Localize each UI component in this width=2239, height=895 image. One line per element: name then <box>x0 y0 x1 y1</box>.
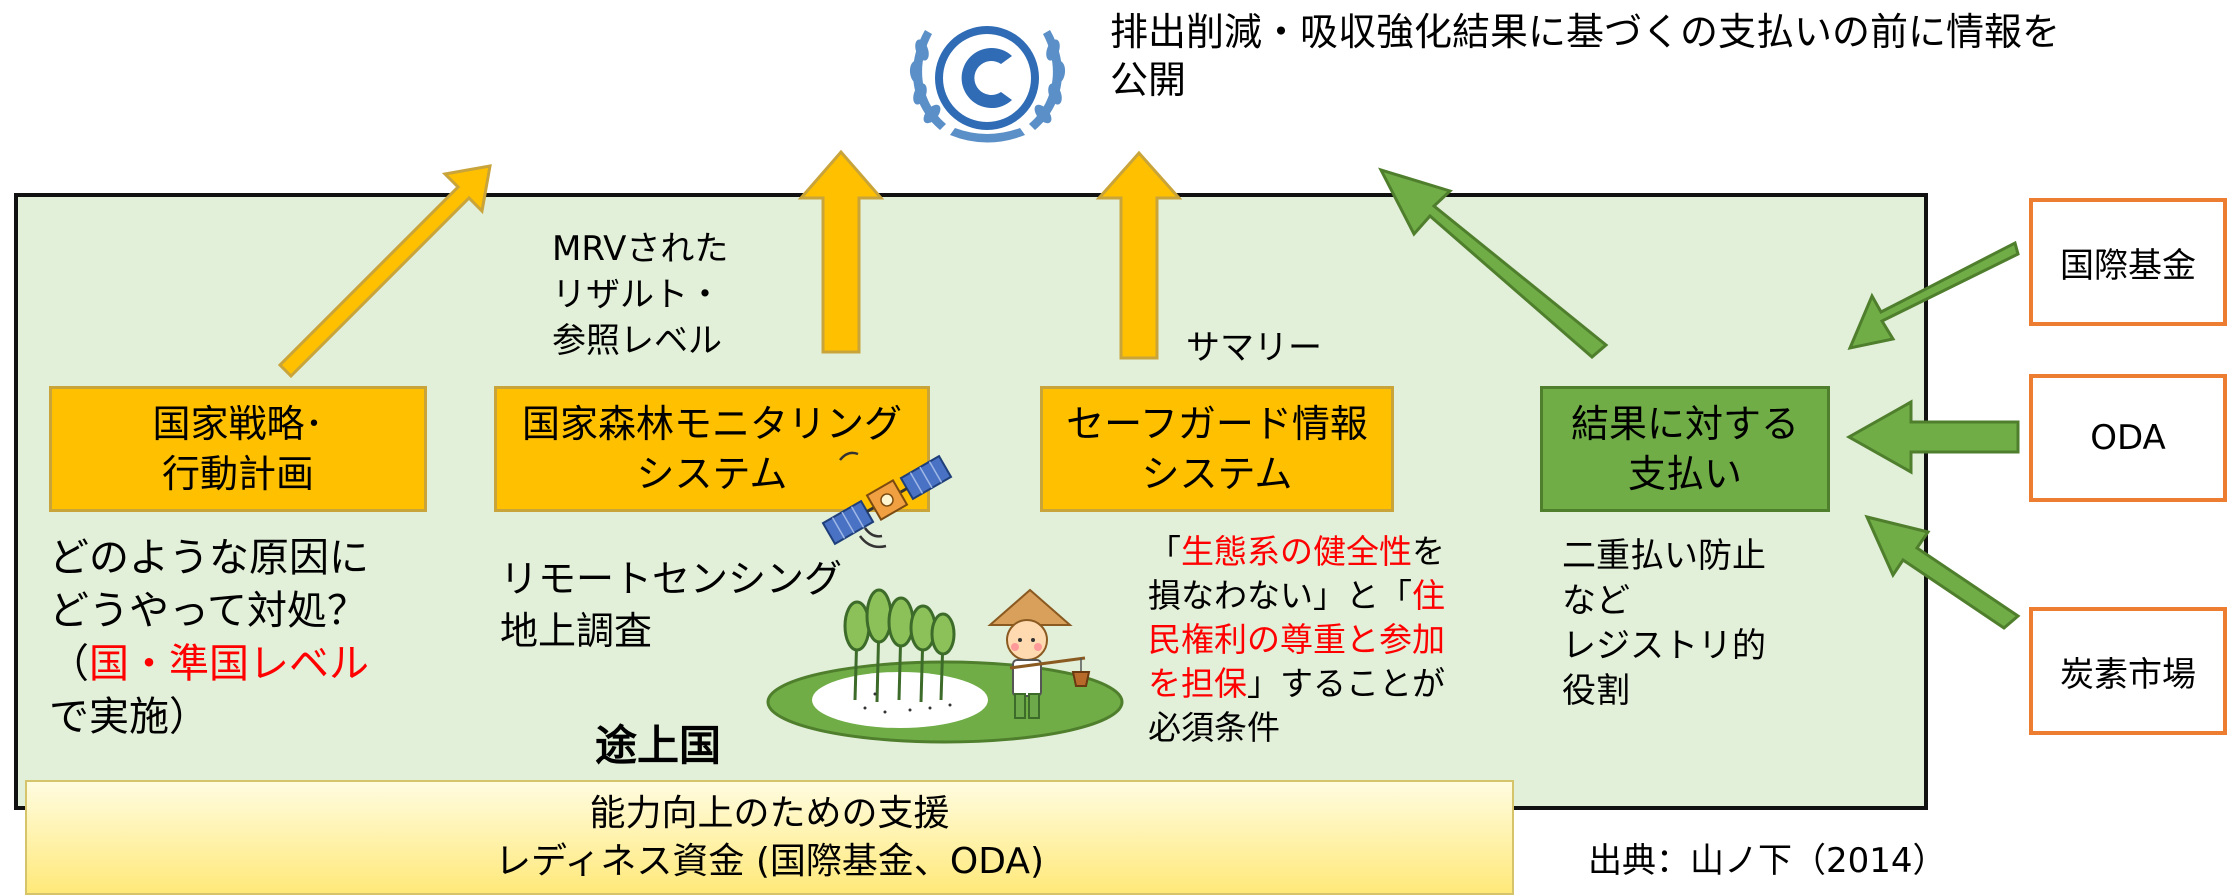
monitoring-up-arrow <box>797 149 885 354</box>
capacity-building-box: 能力向上のための支援 レディネス資金 (国際基金、ODA) <box>25 780 1514 895</box>
strategy-desc-paren: （ <box>49 641 89 687</box>
sg-l3-red: 民権利の尊重と参加 <box>1148 620 1445 659</box>
fund-arrow-mid <box>1845 399 2020 475</box>
payment-description: 二重払い防止 など レジストリ的 役割 <box>1562 534 1766 714</box>
capacity-line2: レディネス資金 (国際基金、ODA) <box>494 840 1045 882</box>
safeguard-desc-line1: 「生態系の健全性を <box>1148 530 1445 574</box>
funding-source-international-fund: 国際基金 <box>2029 198 2227 326</box>
sg-l1-pre: 「 <box>1148 532 1181 571</box>
mrv-results-label: MRVされた リザルト・ 参照レベル <box>552 226 728 364</box>
monitoring-desc-line2: 地上調査 <box>500 609 653 653</box>
header-title: 排出削減・吸収強化結果に基づくの支払いの前に情報を 公開 <box>1110 8 2060 104</box>
mrv-line1: MRVされた <box>552 229 729 269</box>
unfccc-logo-icon <box>909 26 1066 143</box>
safeguard-desc-line2: 損なわない」と「住 <box>1148 574 1445 618</box>
header-title-line1: 排出削減・吸収強化結果に基づくの支払いの前に情報を <box>1110 10 2061 54</box>
sg-l4-red: を担保 <box>1148 664 1247 703</box>
payment-desc-line4: 役割 <box>1562 671 1630 711</box>
payment-desc-line3: レジストリ的 <box>1562 626 1766 666</box>
monitoring-desc-line1: リモートセンシング <box>500 557 843 601</box>
strategy-desc-line3: （国・準国レベル <box>49 638 369 691</box>
national-strategy-box: 国家戦略･ 行動計画 <box>49 386 427 512</box>
strategy-desc-line2: どうやって対処？ <box>49 588 367 634</box>
satellite-icon <box>821 451 953 549</box>
strategy-desc-line1: どのような原因に <box>49 535 369 581</box>
payment-desc-line1: 二重払い防止 <box>1562 536 1766 576</box>
strategy-desc-level: 国・準国レベル <box>89 641 369 687</box>
funding-source-carbon-market: 炭素市場 <box>2029 607 2227 735</box>
safeguard-desc-line5: 必須条件 <box>1148 708 1280 747</box>
capacity-line1: 能力向上のための支援 <box>589 792 950 834</box>
payment-desc-line2: など <box>1562 581 1630 621</box>
fund-arrow-top <box>1847 240 2020 351</box>
safeguard-desc-line3: 民権利の尊重と参加 <box>1148 618 1445 662</box>
safeguard-description: 「生態系の健全性を 損なわない」と「住 民権利の尊重と参加 を担保」することが … <box>1148 530 1445 750</box>
summary-label: サマリー <box>1186 328 1322 368</box>
sg-l2-red: 住 <box>1412 576 1445 615</box>
source-citation: 出典：山ノ下（2014） <box>1588 841 1947 881</box>
safeguard-info-box: セーフガード情報 システム <box>1040 386 1394 512</box>
developing-country-label: 途上国 <box>595 721 722 770</box>
strategy-description: どのような原因に どうやって対処？ （国・準国レベル で実施） <box>49 532 369 744</box>
strategy-desc-line4: で実施） <box>49 694 209 740</box>
sg-l1-red: 生態系の健全性 <box>1181 532 1412 571</box>
header-title-line2: 公開 <box>1110 58 1187 102</box>
funding-source-oda: ODA <box>2029 374 2227 502</box>
result-payment-box: 結果に対する 支払い <box>1540 386 1830 512</box>
monitoring-description: リモートセンシング 地上調査 <box>500 553 842 657</box>
sg-l1-post: を <box>1412 532 1445 571</box>
sg-l2-pre: 損なわない」と「 <box>1148 576 1412 615</box>
forest-monitoring-box: 国家森林モニタリング システム <box>494 386 930 512</box>
safeguard-up-arrow <box>1095 150 1183 360</box>
fund-arrow-bottom <box>1864 514 2021 630</box>
mrv-line2: リザルト・ <box>552 275 722 315</box>
forest-farmer-illustration <box>766 588 1124 744</box>
payment-up-arrow <box>1378 167 1609 359</box>
safeguard-desc-line4: を担保」することが <box>1148 662 1445 706</box>
sg-l4-post: 」することが <box>1247 664 1445 703</box>
strategy-up-arrow <box>277 164 492 379</box>
mrv-line3: 参照レベル <box>552 321 722 361</box>
